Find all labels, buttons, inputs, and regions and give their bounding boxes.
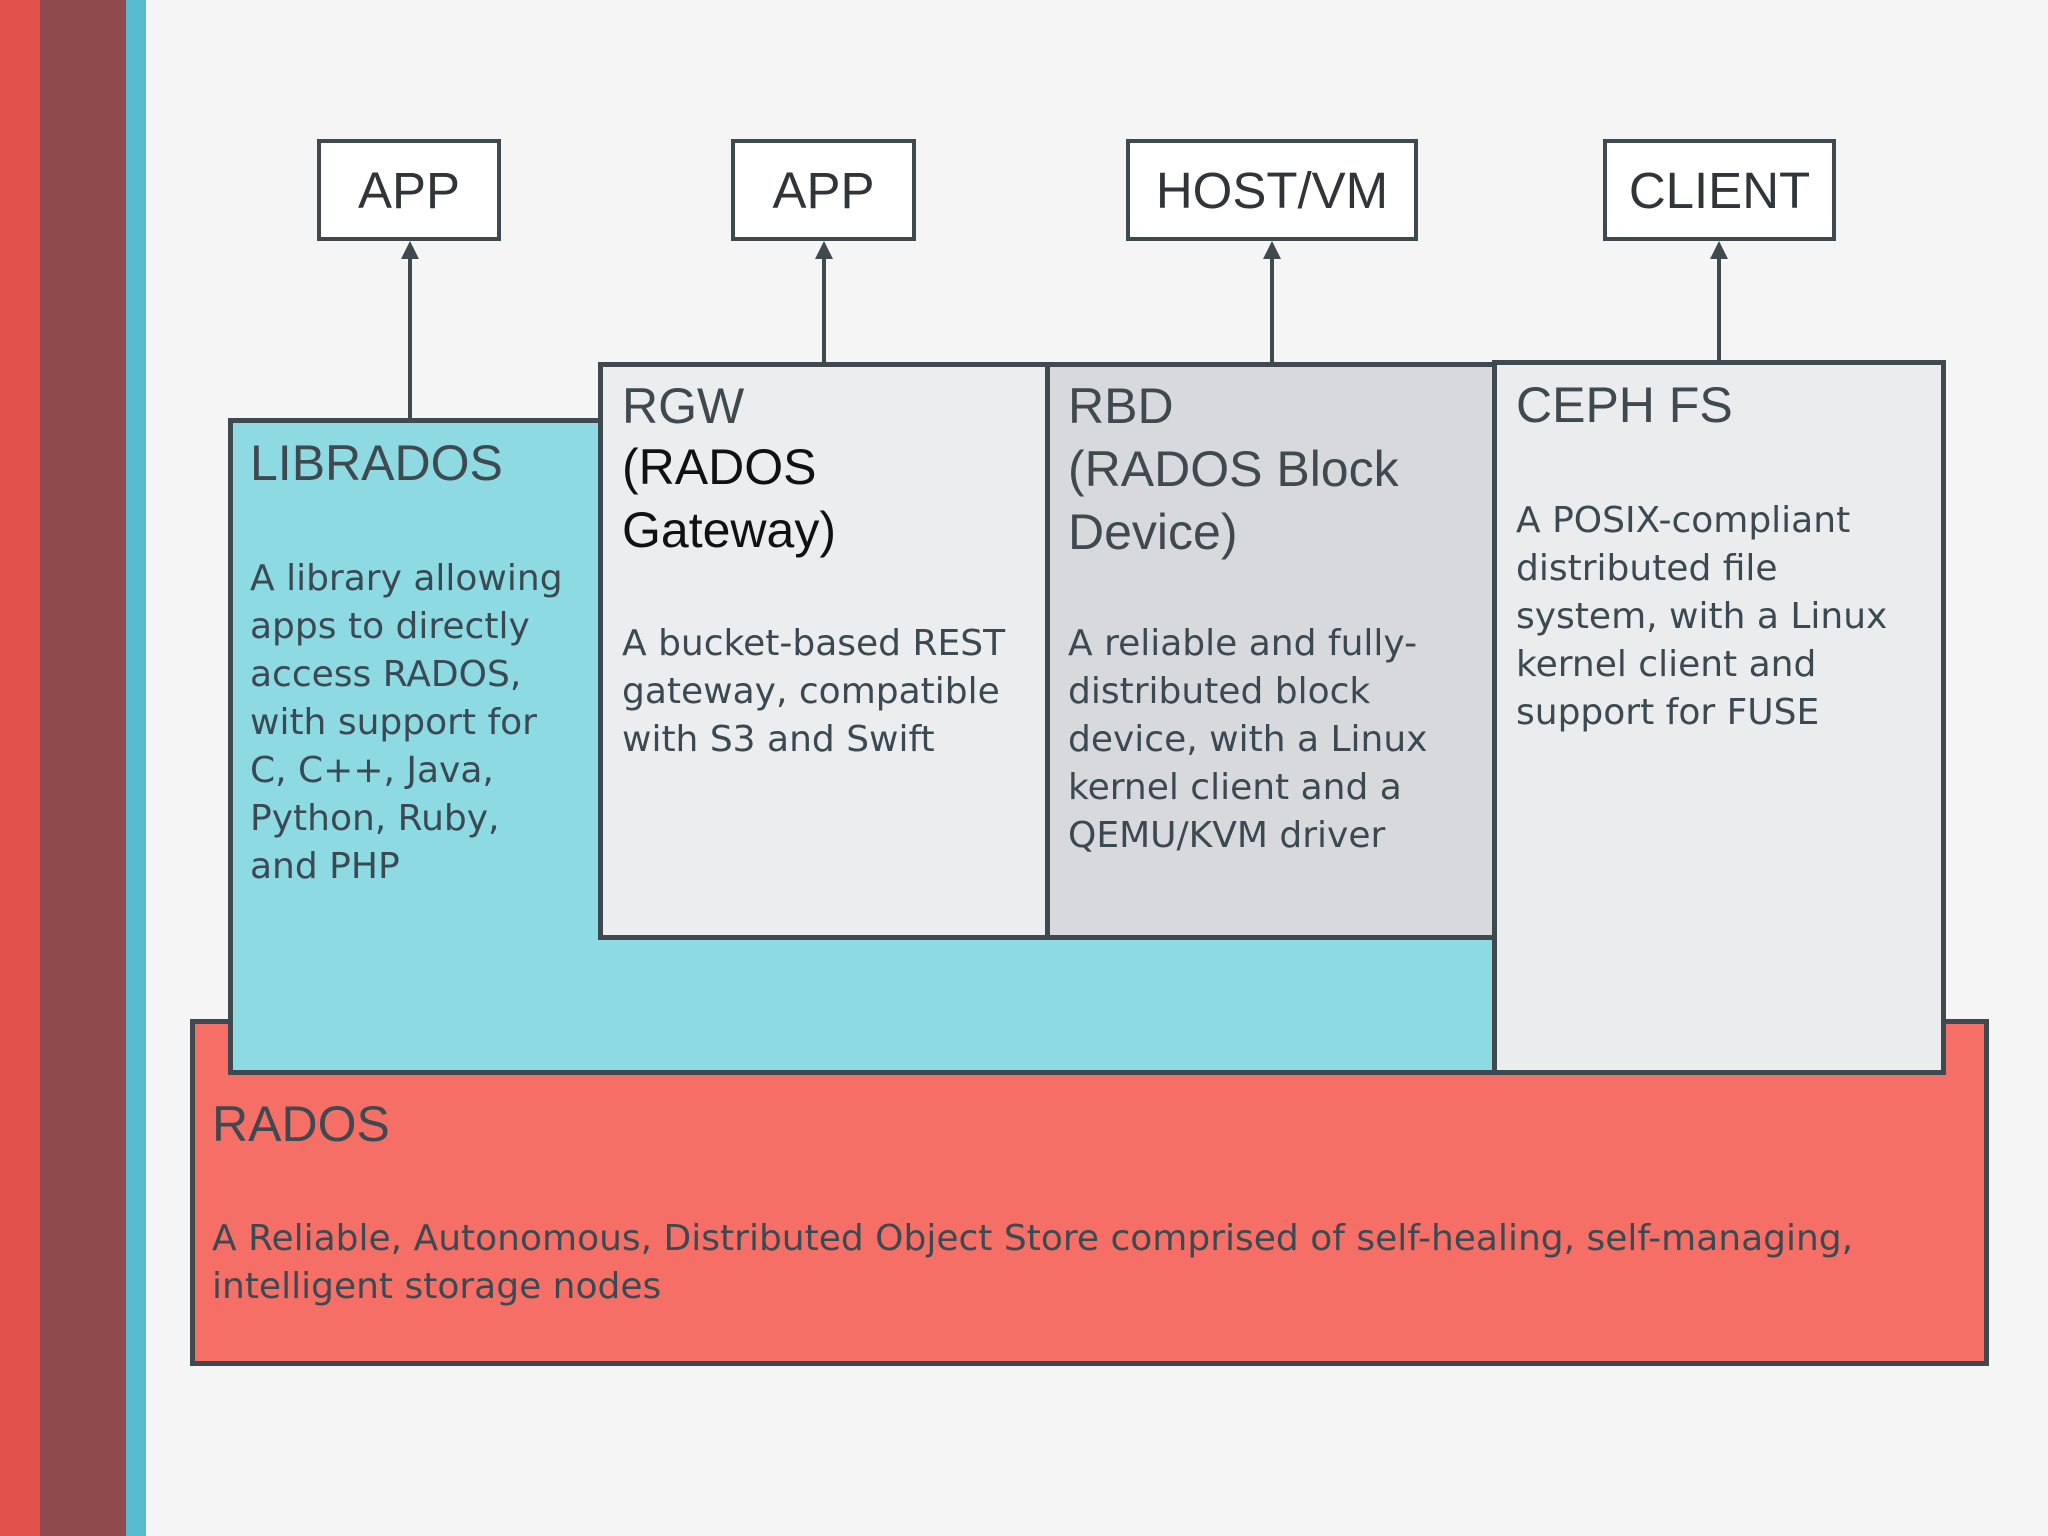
rbd-description: A reliable and fully- distributed block … <box>1068 623 1428 856</box>
rgw-title: RGW <box>622 378 745 434</box>
cephfs-description: A POSIX-compliant distributed file syste… <box>1516 500 1888 733</box>
cephfs-panel <box>1492 360 1946 1075</box>
rgw-description: A bucket-based REST gateway, compatible … <box>622 623 1006 760</box>
rados-description: A Reliable, Autonomous, Distributed Obje… <box>212 1218 1854 1307</box>
endpoint-client: CLIENT <box>1603 139 1836 241</box>
left-stripe-brown <box>40 0 126 1536</box>
left-stripe-red <box>0 0 40 1536</box>
rados-title: RADOS <box>212 1096 390 1152</box>
endpoint-app-librados: APP <box>317 139 501 241</box>
librados-title: LIBRADOS <box>250 435 503 491</box>
rbd-title: RBD (RADOS Block Device) <box>1068 378 1399 560</box>
rgw-panel <box>598 362 1050 940</box>
librados-description: A library allowing apps to directly acce… <box>250 558 563 887</box>
rgw-subtitle: (RADOS Gateway) <box>622 439 836 558</box>
endpoint-host-vm: HOST/VM <box>1126 139 1418 241</box>
cephfs-title: CEPH FS <box>1516 377 1733 433</box>
endpoint-app-rgw: APP <box>731 139 916 241</box>
left-stripe-teal <box>126 0 146 1536</box>
